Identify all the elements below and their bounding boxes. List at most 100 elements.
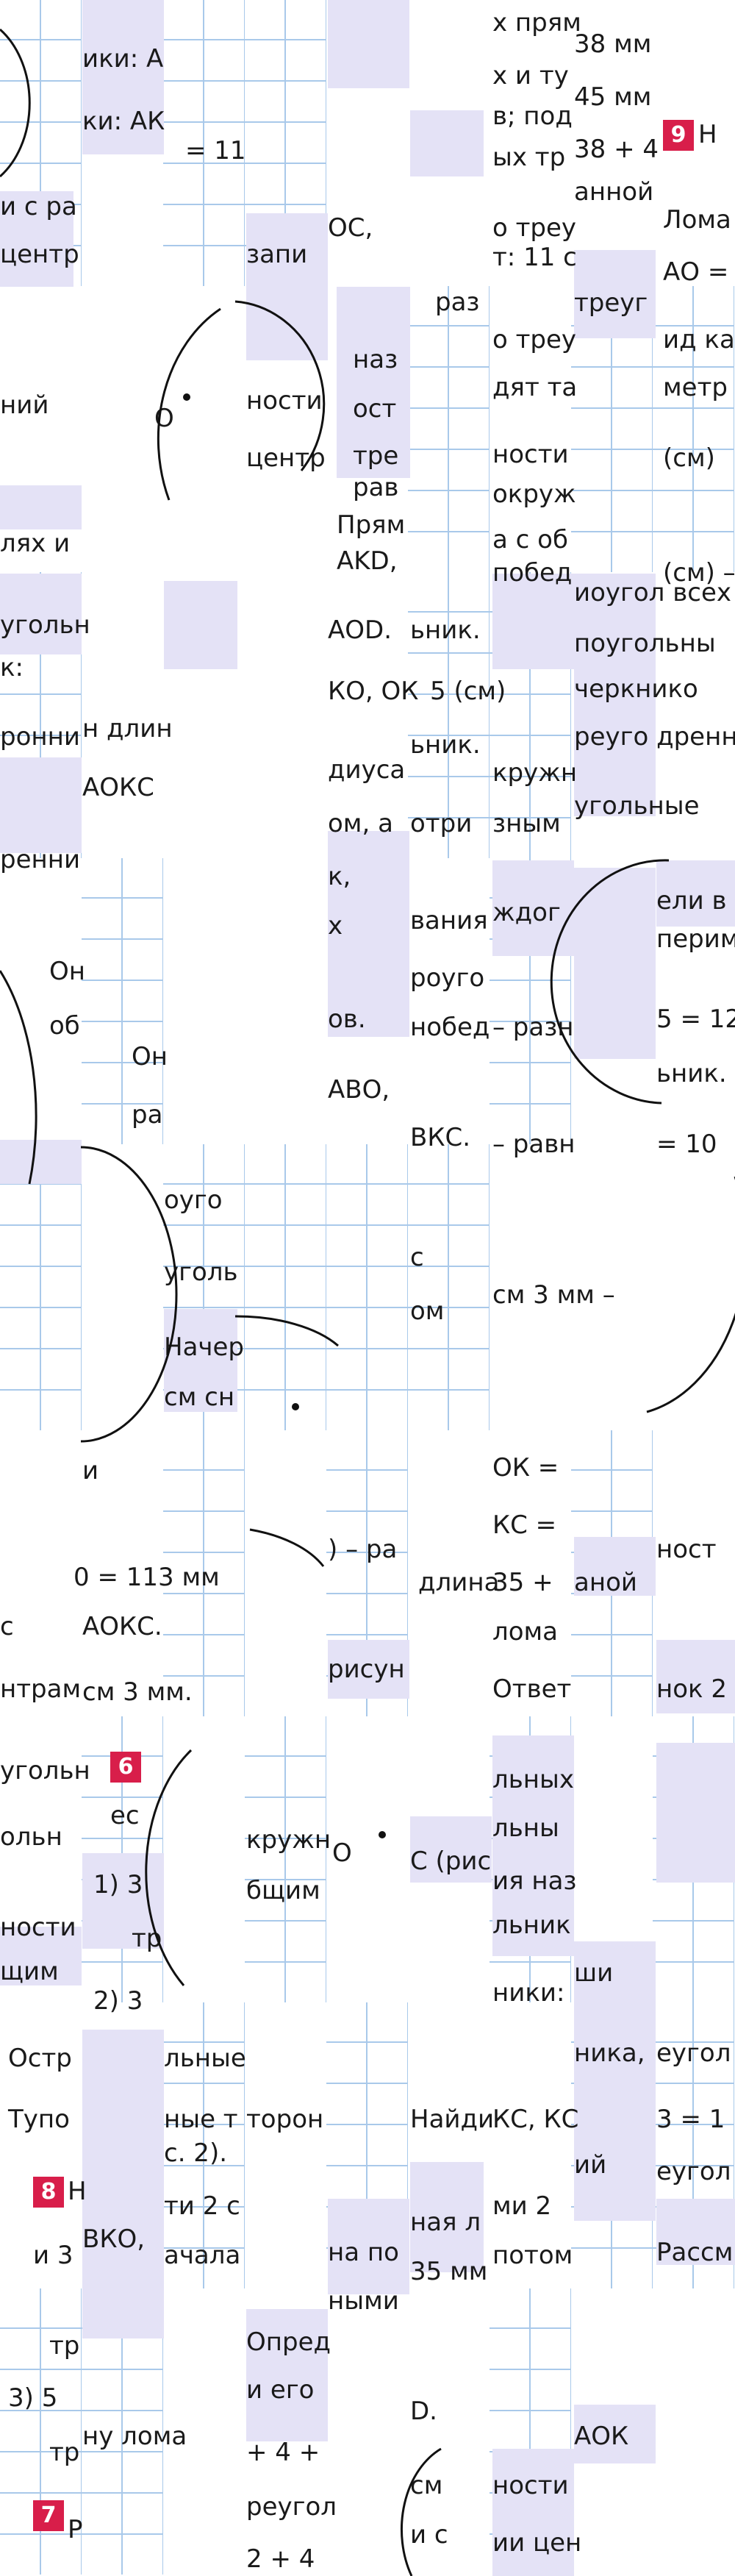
text-fragment: Он [49,957,85,986]
text-fragment: к: [0,653,24,682]
text-fragment: ника, [574,2038,645,2068]
highlight-box [492,574,574,669]
text-fragment: и с ра [0,192,77,221]
text-fragment: ности [492,2471,569,2500]
grid-paper [245,1144,326,1430]
text-fragment: Р [68,2515,83,2544]
text-fragment: 3 = 1 [656,2105,725,2134]
highlight-box [574,868,656,1059]
text-fragment: ности [492,440,569,469]
text-fragment: и его [246,2375,315,2405]
text-fragment: Остр [8,2044,72,2073]
highlight-box [574,1941,656,2221]
text-fragment: АОD. [328,616,392,645]
text-fragment: (см) [663,443,715,473]
highlight-box [0,485,82,529]
text-fragment: льник [492,1910,571,1940]
text-fragment: оуго [164,1185,223,1215]
text-fragment: и 3 [33,2241,74,2270]
text-fragment: 2 + 4 [246,2544,315,2574]
highlight-box [492,1735,574,1956]
highlight-box [574,250,656,338]
text-fragment: Н [68,2177,87,2206]
text-fragment: ОС, [328,213,373,243]
text-fragment: Начер [164,1332,244,1362]
text-fragment: ии цен [492,2528,582,2558]
text-fragment: в; под [492,101,573,131]
text-fragment: метр [663,373,728,402]
highlight-box [246,2309,328,2441]
exercise-number-badge: 7 [33,2500,64,2531]
text-fragment: тре [353,441,399,471]
circle-arc [646,1177,735,1413]
text-fragment: (см) – [663,558,735,588]
highlight-box [328,1640,409,1699]
text-fragment: ики: А [82,44,164,74]
text-fragment: длина [418,1568,500,1597]
text-fragment: + 4 + [246,2438,320,2467]
grid-paper [163,2002,245,2288]
text-fragment: т: 11 с [492,243,577,272]
text-fragment: КС = [492,1510,557,1540]
text-fragment: окруж [492,479,576,509]
text-fragment: реугол [246,2492,337,2522]
text-fragment: см сн [164,1382,235,1412]
highlight-box [574,1537,656,1596]
highlight-box [328,831,409,1037]
text-fragment: роуго [410,963,485,993]
highlight-box [82,2030,164,2338]
text-fragment: Прям [337,510,406,540]
text-fragment: анной [574,177,654,207]
text-fragment: с [0,1612,14,1641]
text-fragment: ний [0,390,49,420]
grid-paper [326,1144,408,1430]
text-fragment: – равн [492,1130,576,1159]
text-fragment: реуго дренн [574,722,735,752]
text-fragment: бщим [246,1876,320,1905]
text-fragment: ольн [0,1822,62,1852]
highlight-box [246,213,328,360]
grid-paper [408,572,490,858]
text-fragment: ьник. [410,730,481,760]
text-fragment: ренни [0,845,81,874]
text-fragment: ная л [410,2208,481,2237]
text-fragment: АО = [663,257,729,287]
text-fragment: на по [328,2238,399,2267]
text-fragment: 38 + 4 [574,135,659,164]
text-fragment: ьник. [410,616,481,645]
text-fragment: D. [410,2397,437,2426]
center-point [183,393,190,401]
text-fragment: ом, а [328,809,393,838]
highlight-box [328,2199,409,2294]
text-fragment: ов. [328,1005,366,1034]
text-fragment: кружн [492,758,578,788]
grid-paper [408,286,490,572]
text-fragment: нтрам [0,1674,82,1704]
text-fragment: тр [49,2331,80,2361]
grid-paper [163,0,245,286]
highlight-box [82,0,164,154]
text-fragment: льны [492,1813,559,1843]
circle-arc [80,1146,178,1443]
text-fragment: угольн [0,1756,90,1785]
text-fragment: рав [353,473,399,502]
text-fragment: уголь [164,1257,238,1287]
text-fragment: ронни [0,722,80,752]
text-fragment: х прям [492,8,581,38]
text-fragment: угольн [0,610,90,640]
text-fragment: ) – ра [328,1535,398,1564]
text-fragment: наз [353,345,398,374]
text-fragment: ид ка [663,325,735,354]
highlight-box [656,860,735,927]
text-fragment: ники: [492,1978,565,2008]
text-fragment: 1) 3 [93,1870,143,1899]
highlight-box [328,0,409,88]
text-fragment: Он [132,1042,168,1071]
text-fragment: ес [110,1801,140,1830]
center-point [379,1831,386,1838]
text-fragment: ки: АК [82,107,165,136]
text-fragment: отри [410,809,473,838]
text-fragment: щим [0,1957,59,1986]
text-fragment: АОК [574,2422,629,2451]
text-fragment: раз [435,288,480,317]
